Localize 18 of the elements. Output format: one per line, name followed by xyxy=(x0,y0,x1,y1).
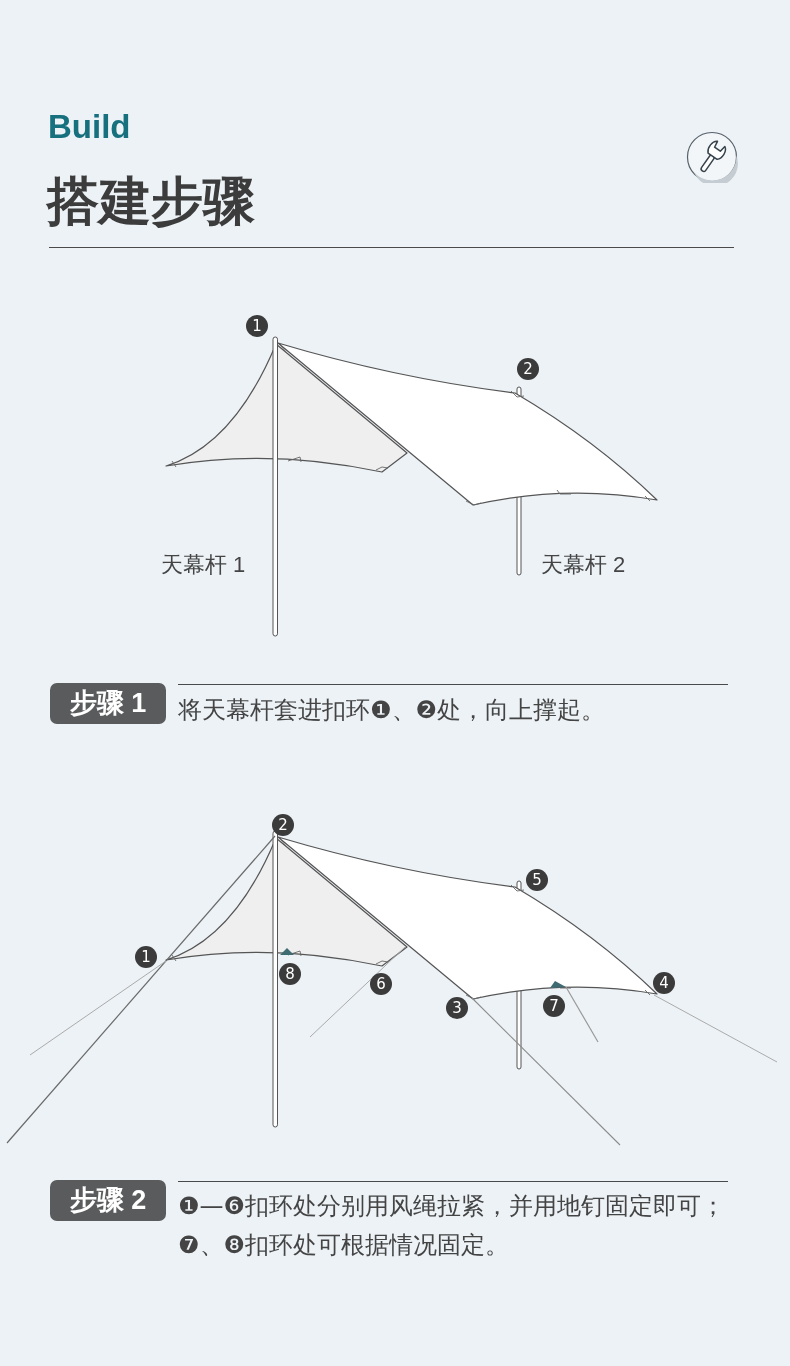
pole-label: 天幕杆 1 xyxy=(161,552,246,578)
page-title: 搭建步骤 xyxy=(47,171,255,231)
callout-number: 8 xyxy=(279,963,301,985)
step-badge: 步骤 2 xyxy=(50,1180,166,1221)
step-instruction: ❶—❻扣环处分别用风绳拉紧，并用地钉固定即可；❼、❽扣环处可根据情况固定。 xyxy=(178,1191,727,1261)
callout-number: 3 xyxy=(446,997,468,1019)
subtitle: Build xyxy=(48,107,131,147)
callout-number: 6 xyxy=(370,973,392,995)
pole-label: 天幕杆 2 xyxy=(541,552,626,578)
callout-number: 2 xyxy=(272,814,294,836)
callout-number: 4 xyxy=(653,972,675,994)
callout-number: 2 xyxy=(517,358,539,380)
callout-number: 7 xyxy=(543,995,565,1017)
step-badge: 步骤 1 xyxy=(50,683,166,724)
callout-number: 1 xyxy=(246,315,268,337)
step-instruction: 将天幕杆套进扣环❶、❷处，向上撑起。 xyxy=(178,695,607,726)
callout-number: 1 xyxy=(135,946,157,968)
callout-number: 5 xyxy=(526,869,548,891)
